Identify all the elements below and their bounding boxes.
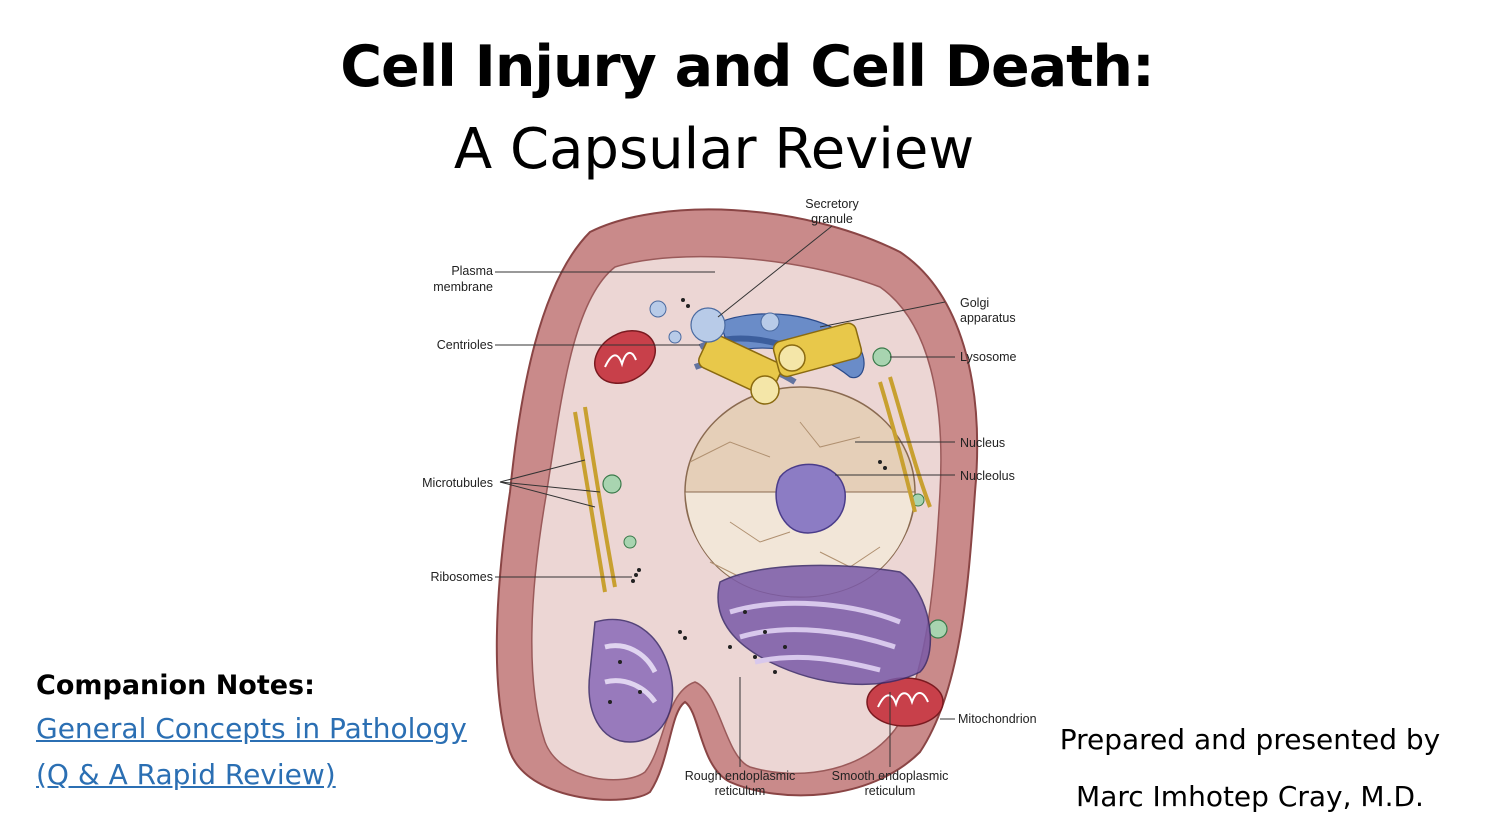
label-nucleus: Nucleus [960,436,1005,450]
label-golgi-1: Golgi [960,296,989,310]
cell-diagram: Secretory granule Plasma membrane Golgi … [400,192,1060,808]
mitochondrion-2 [866,677,944,727]
microtubules [573,376,932,593]
label-plasma-membrane-1: Plasma [451,264,493,278]
companion-notes-link-line2[interactable]: (Q & A Rapid Review) [36,758,336,791]
label-plasma-membrane-2: membrane [433,280,493,294]
label-lysosome: Lysosome [960,350,1017,364]
nucleolus [775,463,846,534]
slide-subtitle: A Capsular Review [453,117,975,182]
secretory-granule [690,307,726,343]
label-rough-er-1: Rough endoplasmic [685,769,796,783]
cell-illustration: Secretory granule Plasma membrane Golgi … [422,197,1037,801]
rough-er [717,564,932,686]
label-mitochondrion: Mitochondrion [958,712,1037,726]
credit-prepared-by: Prepared and presented by [1059,723,1441,756]
companion-notes-heading: Companion Notes: [36,670,315,701]
label-secretory-granule-1: Secretory [805,197,859,211]
label-smooth-er-2: reticulum [865,784,916,798]
credit-author: Marc Imhotep Cray, M.D. [1076,780,1424,813]
label-golgi-2: apparatus [960,311,1016,325]
label-centrioles: Centrioles [437,338,493,352]
ribosomes [608,298,887,704]
label-smooth-er-1: Smooth endoplasmic [832,769,949,783]
label-nucleolus: Nucleolus [960,469,1015,483]
label-secretory-granule-2: granule [811,212,853,226]
companion-notes-link-line1[interactable]: General Concepts in Pathology [36,712,467,745]
label-rough-er-2: reticulum [715,784,766,798]
lysosome [872,347,892,367]
label-ribosomes: Ribosomes [430,570,493,584]
slide-title: Cell Injury and Cell Death: [340,34,1155,100]
label-microtubules: Microtubules [422,476,493,490]
